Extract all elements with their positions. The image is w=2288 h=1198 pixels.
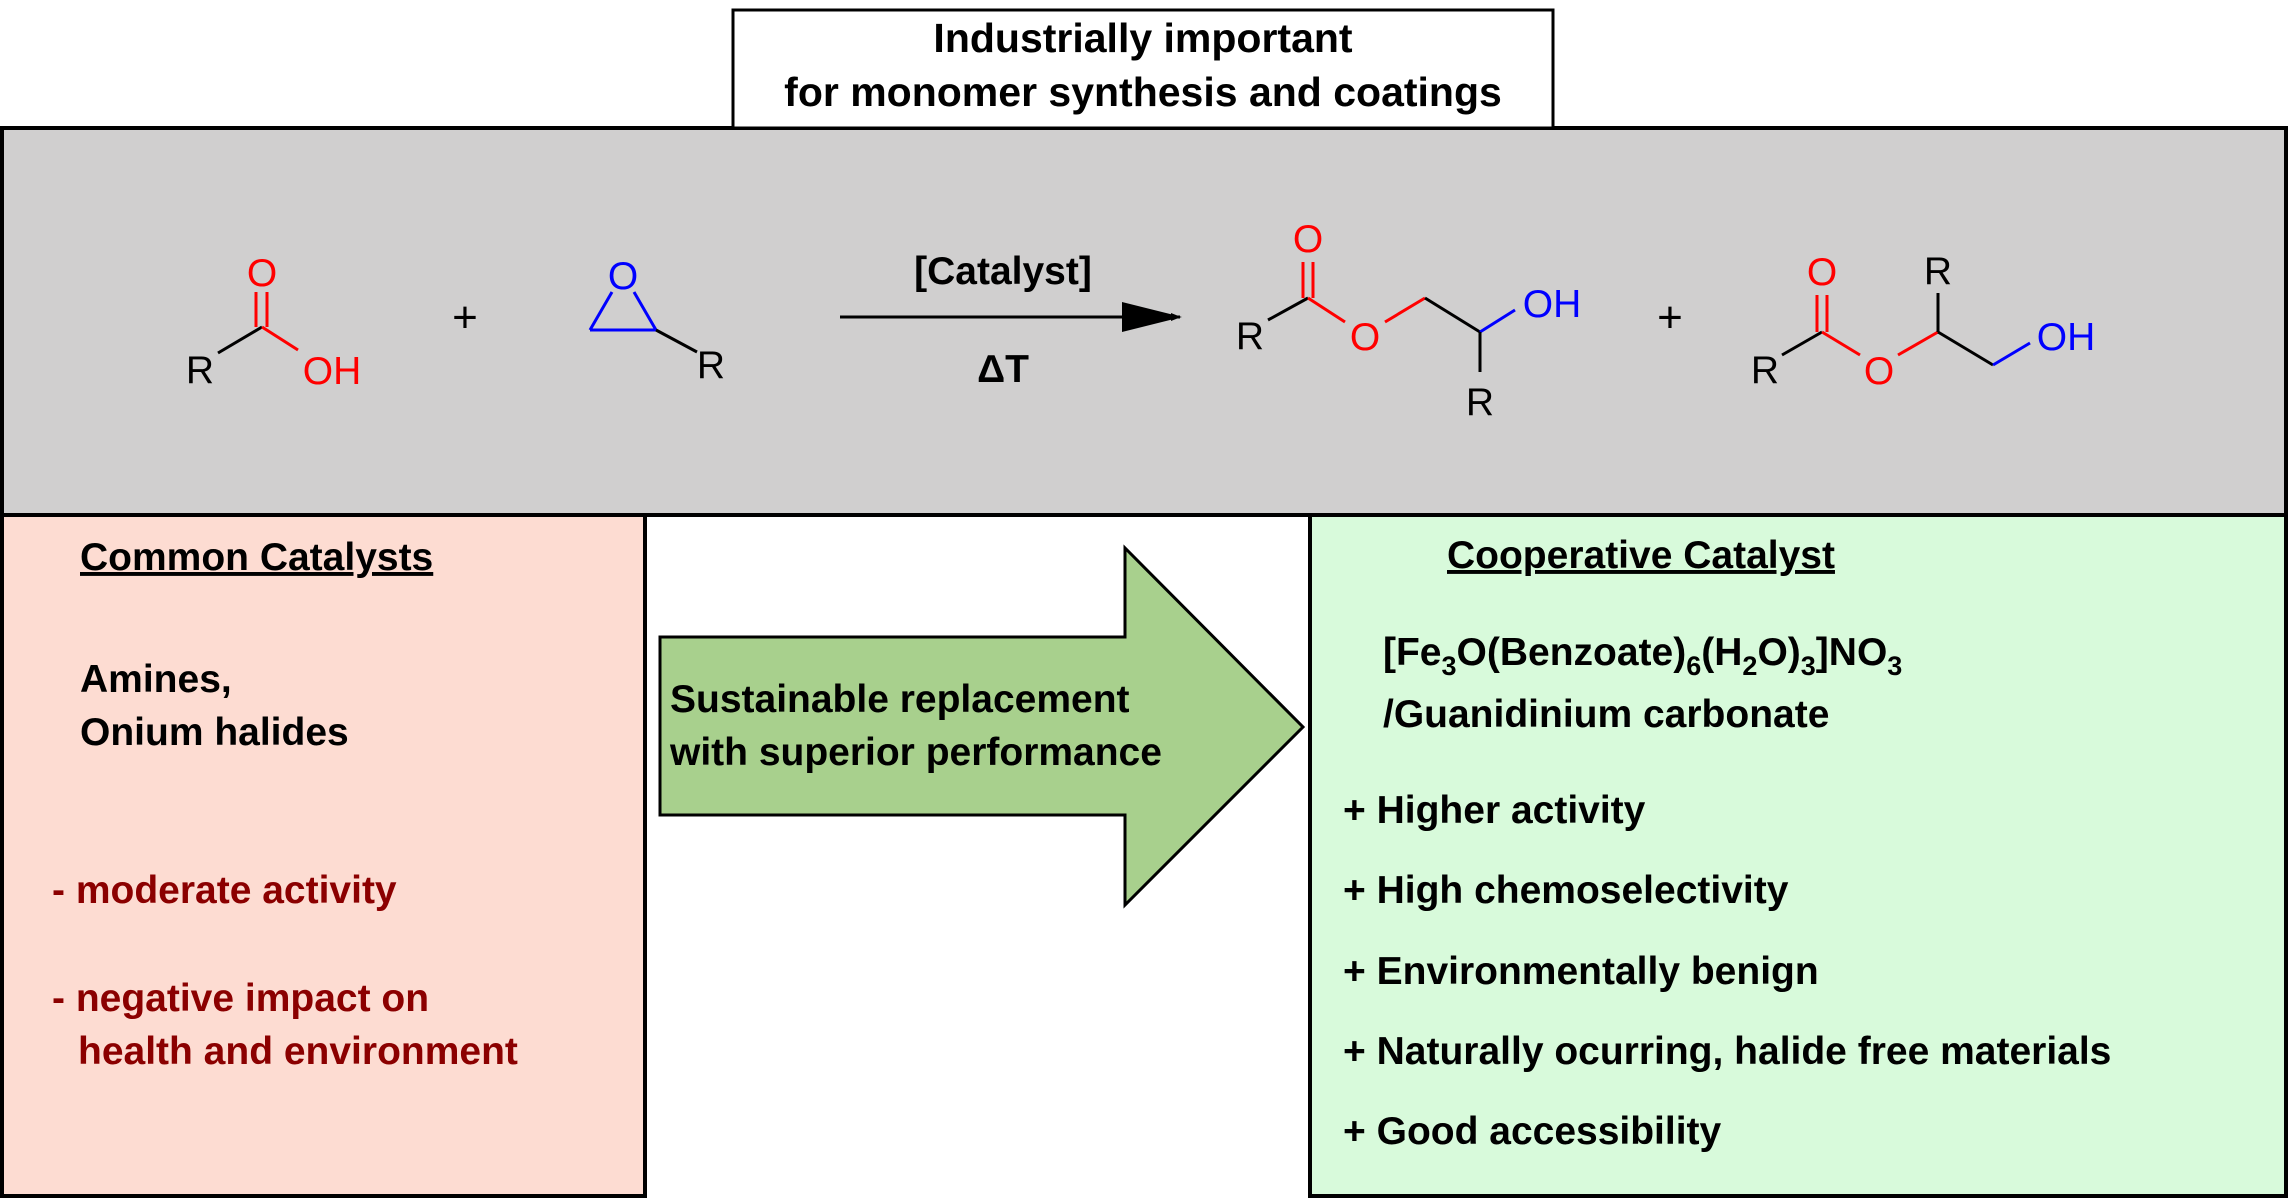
header-line-1: Industrially important: [933, 15, 1352, 61]
svg-text:O: O: [608, 255, 638, 298]
replacement-arrow-line-2: with superior performance: [669, 731, 1162, 774]
svg-text:R: R: [1236, 315, 1264, 358]
reaction-arrow-head: [1122, 302, 1182, 332]
header-box: [731, 8, 1555, 130]
svg-text:O: O: [1807, 251, 1837, 294]
svg-text:R: R: [1751, 349, 1779, 392]
advantage-accessibility: + Good accessibility: [1343, 1110, 1722, 1153]
common-catalysts-title: Common Catalysts: [80, 536, 433, 579]
svg-text:R: R: [1924, 250, 1952, 293]
cooperative-catalyst-panel: [1308, 513, 2288, 1198]
svg-text:R: R: [186, 349, 214, 392]
catalyst-formula-line-2: /Guanidinium carbonate: [1383, 693, 1829, 736]
cooperative-catalyst-title: Cooperative Catalyst: [1447, 534, 1835, 577]
common-catalysts-panel: [0, 513, 647, 1198]
epoxide-structure: O R: [588, 255, 725, 387]
advantage-halide-free: + Naturally ocurring, halide free materi…: [1343, 1030, 2111, 1073]
arrow-label-heat: ΔT: [977, 348, 1029, 391]
svg-text:R: R: [1466, 381, 1494, 424]
replacement-arrow: [658, 544, 1306, 909]
drawback-moderate-activity: - moderate activity: [52, 869, 397, 912]
catalyst-formula: [Fe3O(Benzoate)6(H2O)3]NO3: [1383, 631, 1902, 681]
svg-text:OH: OH: [303, 350, 362, 393]
advantage-chemoselectivity: + High chemoselectivity: [1343, 869, 1789, 912]
svg-text:O: O: [1350, 316, 1380, 359]
product-2-structure: O R O R OH: [1751, 250, 2095, 393]
svg-text:OH: OH: [2037, 316, 2096, 359]
header-line-2: for monomer synthesis and coatings: [784, 69, 1502, 115]
plus-sign-2: +: [1657, 293, 1683, 342]
svg-text:R: R: [697, 344, 725, 387]
replacement-arrow-line-1: Sustainable replacement: [670, 678, 1130, 721]
plus-sign-1: +: [452, 293, 478, 342]
drawback-negative-impact: - negative impact on: [52, 977, 429, 1020]
arrow-label-catalyst: [Catalyst]: [914, 250, 1092, 293]
carboxylic-acid-structure: O R OH: [186, 252, 361, 393]
product-1-structure: O R O OH R: [1236, 218, 1581, 424]
drawback-health-environment: health and environment: [78, 1030, 518, 1073]
catalyst-item-onium: Onium halides: [80, 711, 349, 754]
catalyst-item-amines: Amines,: [80, 658, 232, 701]
svg-text:O: O: [1293, 218, 1323, 261]
svg-text:O: O: [247, 252, 277, 295]
svg-text:OH: OH: [1523, 283, 1582, 326]
advantage-environmentally-benign: + Environmentally benign: [1343, 950, 1819, 993]
advantage-higher-activity: + Higher activity: [1343, 789, 1646, 832]
svg-text:O: O: [1864, 350, 1894, 393]
